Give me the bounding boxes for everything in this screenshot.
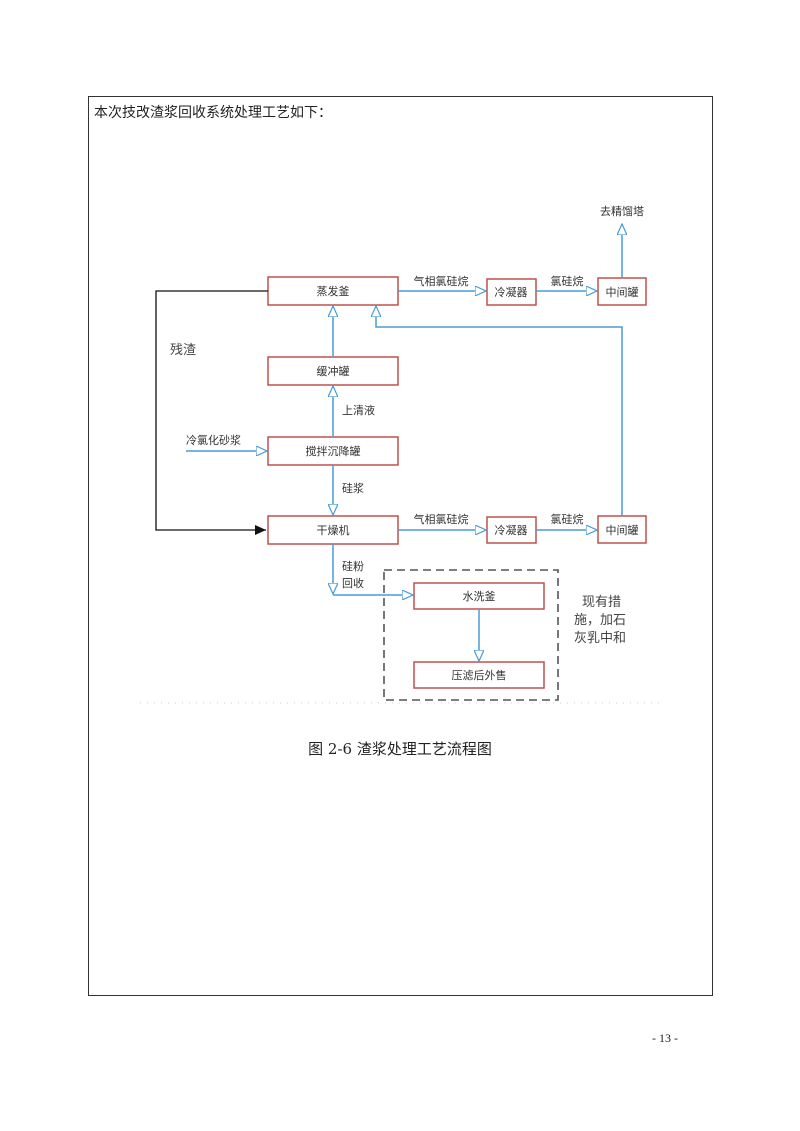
label-silicon-slurry: 硅浆 xyxy=(342,481,364,495)
box-condenser-bottom: 冷凝器 xyxy=(486,516,537,544)
existing-measures-boundary xyxy=(383,569,559,701)
label-existing-line2: 施，加石 xyxy=(574,613,626,628)
box-mid-tank-top-label: 中间罐 xyxy=(606,286,639,299)
intro-text: 本次技改渣浆回收系统处理工艺如下： xyxy=(94,105,332,121)
box-condenser-bottom-label: 冷凝器 xyxy=(495,523,528,537)
label-chlorosilane-top: 氯硅烷 xyxy=(551,274,584,288)
box-filter-sell-label: 压滤后外售 xyxy=(452,668,507,682)
box-buffer-tank: 缓冲罐 xyxy=(267,356,399,386)
box-dryer: 干燥机 xyxy=(267,515,399,545)
label-silicon-powder: 硅粉 xyxy=(342,560,364,573)
box-buffer-tank-label: 缓冲罐 xyxy=(317,364,350,378)
label-chlorosilane-bottom: 氯硅烷 xyxy=(551,512,584,526)
box-filter-sell: 压滤后外售 xyxy=(413,661,545,689)
label-supernatant: 上清液 xyxy=(342,403,375,417)
figure-caption: 图 2-6 渣浆处理工艺流程图 xyxy=(308,740,492,758)
box-stir-settle-tank-label: 搅拌沉降罐 xyxy=(306,444,361,458)
box-condenser-top: 冷凝器 xyxy=(486,278,537,306)
label-gas-chlorosilane-bottom: 气相氯硅烷 xyxy=(414,512,469,526)
box-evaporator: 蒸发釜 xyxy=(267,276,399,306)
label-to-refining: 去精馏塔 xyxy=(600,204,644,218)
label-gas-chlorosilane-top: 气相氯硅烷 xyxy=(414,274,469,288)
box-water-wash-label: 水洗釜 xyxy=(463,589,496,603)
box-mid-tank-top: 中间罐 xyxy=(597,277,647,306)
box-water-wash: 水洗釜 xyxy=(413,582,545,610)
page-number: - 13 - xyxy=(652,1031,678,1045)
box-mid-tank-bottom: 中间罐 xyxy=(597,515,647,544)
box-stir-settle-tank: 搅拌沉降罐 xyxy=(267,436,399,466)
box-mid-tank-bottom-label: 中间罐 xyxy=(606,524,639,537)
box-condenser-top-label: 冷凝器 xyxy=(495,285,528,299)
label-existing-line1: 现有措 xyxy=(582,595,621,610)
label-cold-slurry: 冷氯化砂浆 xyxy=(186,433,241,447)
page-frame xyxy=(88,96,713,996)
label-existing-line3: 灰乳中和 xyxy=(574,631,626,646)
label-recovery: 回收 xyxy=(342,576,364,590)
box-dryer-label: 干燥机 xyxy=(317,523,350,537)
label-residue: 残渣 xyxy=(170,343,196,358)
residue-loop-line xyxy=(155,290,268,535)
box-evaporator-label: 蒸发釜 xyxy=(317,284,350,298)
arrow-midtank-return-to-evap xyxy=(376,306,623,516)
